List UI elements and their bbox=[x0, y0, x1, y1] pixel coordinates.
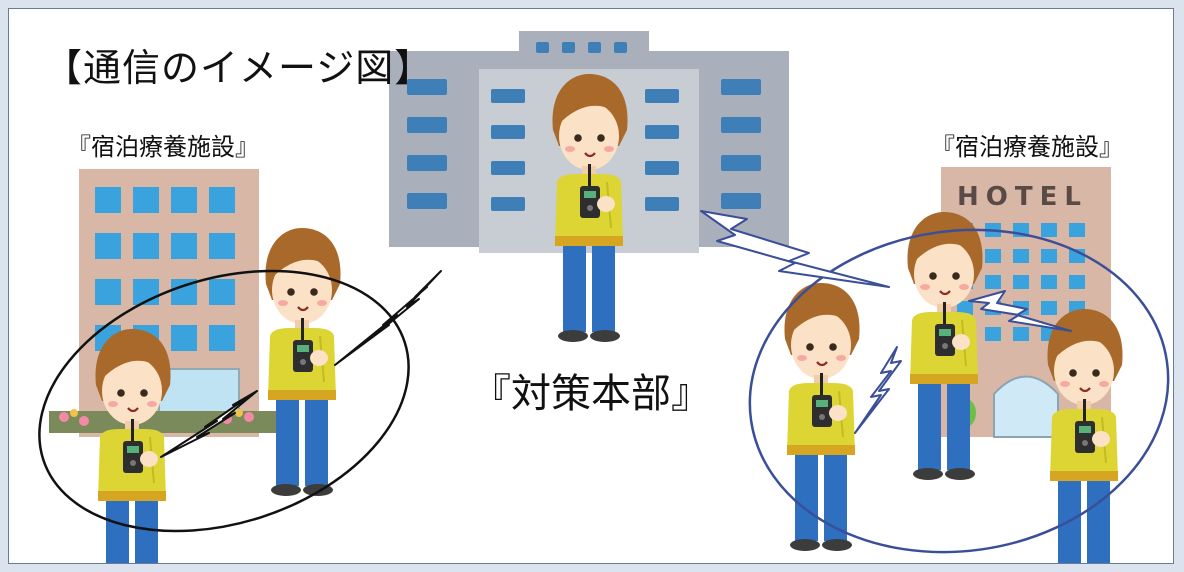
page-title: 【通信のイメージ図】 bbox=[44, 46, 434, 90]
radio-signal-icon bbox=[854, 346, 902, 434]
communication-scene: HOTEL bbox=[38, 31, 1170, 563]
right-group-circle bbox=[748, 228, 1170, 554]
staff-person-right-2 bbox=[783, 281, 861, 553]
radio-signal-icon bbox=[700, 210, 890, 288]
left-group-circle bbox=[38, 269, 410, 533]
radio-signal-icon bbox=[334, 270, 442, 366]
radio-signal-icon bbox=[160, 390, 258, 458]
staff-person-left-2 bbox=[94, 327, 172, 563]
staff-person-hq bbox=[551, 72, 629, 344]
facility-label-left: 『宿泊療養施設』 bbox=[67, 133, 259, 161]
headquarters-label: 『対策本部』 bbox=[471, 371, 711, 417]
hotel-sign: HOTEL bbox=[957, 182, 1088, 212]
staff-person-right-1 bbox=[906, 210, 984, 482]
staff-person-left-1 bbox=[264, 226, 342, 498]
diagram-frame: HOTEL 【通 bbox=[8, 8, 1174, 564]
radio-signal-icon bbox=[968, 290, 1072, 332]
facility-label-right: 『宿泊療養施設』 bbox=[931, 133, 1123, 161]
